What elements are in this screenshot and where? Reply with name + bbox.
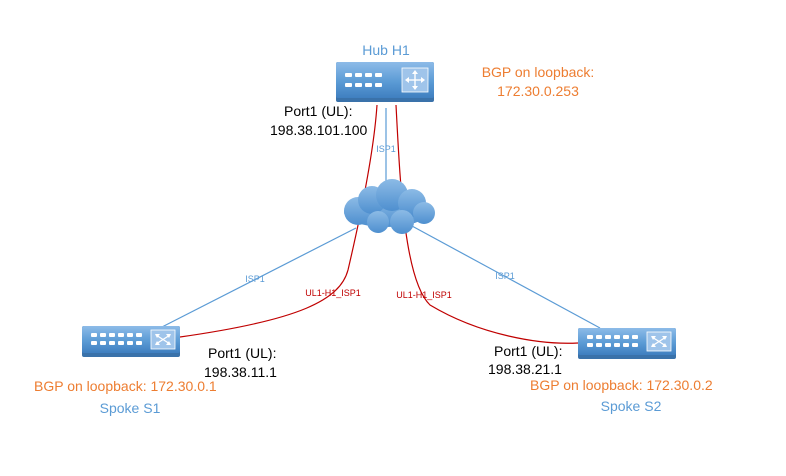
hub-isp-link-label: ISP1 [376, 144, 396, 154]
spoke2-port-label: Port1 (UL): [494, 343, 562, 359]
spoke2-overlay-label: UL1-H1_ISP1 [396, 290, 452, 300]
spoke2-bgp-label: BGP on loopback: 172.30.0.2 [530, 377, 713, 393]
spoke1-isp-link-label: ISP1 [245, 274, 265, 284]
spoke1-port-label: Port1 (UL): [208, 345, 276, 361]
spoke1-overlay-label: UL1-H1_ISP1 [305, 288, 361, 298]
link-cloud-spoke1 [159, 227, 357, 329]
spoke2-port-icons [587, 335, 638, 347]
switch-icon [646, 331, 672, 352]
hub-name-label: Hub H1 [362, 42, 410, 58]
spoke1-port-icons [91, 333, 142, 345]
spoke2-name-label: Spoke S2 [601, 398, 662, 414]
spoke1-switch[interactable] [82, 326, 180, 357]
overlay-tunnel-spoke1 [179, 104, 378, 338]
hub-port-ip: 198.38.101.100 [270, 122, 368, 138]
hub-router[interactable] [336, 62, 434, 102]
spoke1-bgp-label: BGP on loopback: 172.30.0.1 [34, 378, 217, 394]
link-cloud-spoke2 [411, 225, 601, 329]
cloud-icon [344, 179, 435, 234]
spoke1-port-ip: 198.38.11.1 [204, 364, 277, 380]
router-icon [401, 67, 429, 93]
hub-bgp-ip: 172.30.0.253 [497, 83, 579, 99]
hub-bgp-label: BGP on loopback: [482, 64, 595, 80]
switch-icon [150, 329, 176, 350]
hub-port-icons [345, 73, 382, 87]
internet-cloud [344, 179, 435, 234]
spoke2-isp-link-label: ISP1 [495, 271, 515, 281]
overlay-tunnel-spoke2 [395, 104, 579, 344]
spoke2-switch[interactable] [578, 328, 676, 359]
hub-port-label: Port1 (UL): [284, 103, 352, 119]
spoke2-port-ip: 198.38.21.1 [488, 361, 562, 377]
spoke1-name-label: Spoke S1 [100, 400, 161, 416]
